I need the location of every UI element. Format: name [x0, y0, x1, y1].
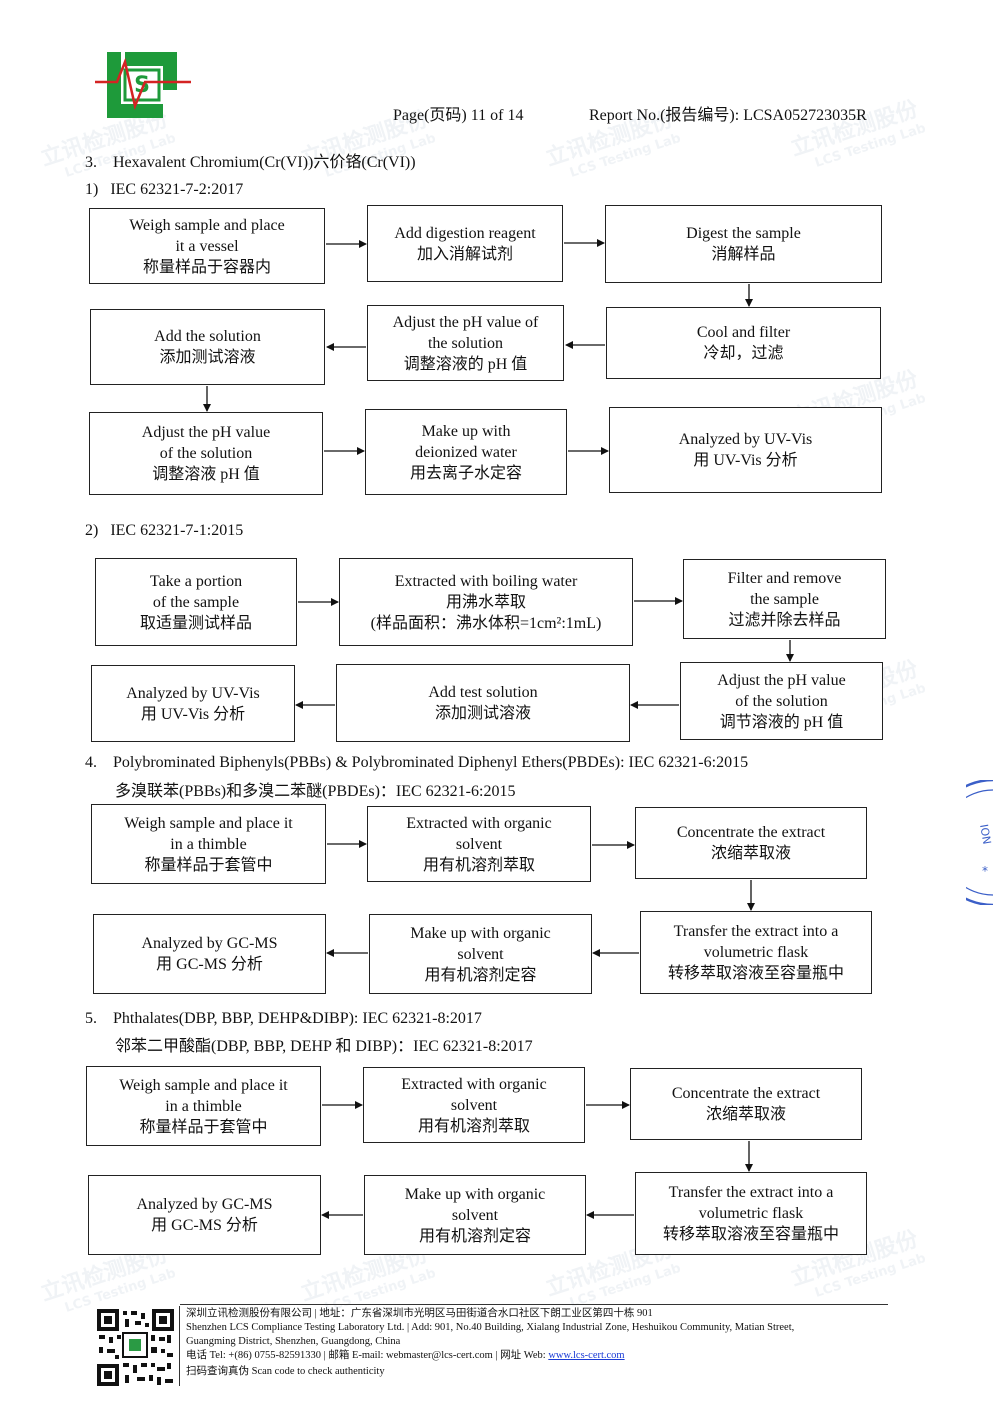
section-4-title: 4. Polybrominated Biphenyls(PBBs) & Poly… [85, 754, 749, 771]
footer-scan-note: 扫码查询真伪 Scan code to check authenticity [186, 1366, 385, 1377]
report-number: Report No.(报告编号): LCSA052723035R [589, 107, 867, 124]
svg-text:*: * [982, 864, 988, 878]
page-number: Page(页码) 11 of 14 [393, 107, 524, 124]
section-5-title-cn: 邻苯二甲酸酯(DBP, BBP, DEHP 和 DIBP)：IEC 62321-… [115, 1038, 533, 1055]
svg-text:S: S [134, 73, 150, 98]
footer-contact-text: 电话 Tel: +(86) 0755-82591330 | 邮箱 E-mail:… [186, 1350, 549, 1361]
section-5-title: 5. Phthalates(DBP, BBP, DEHP&DIBP): IEC … [85, 1010, 482, 1027]
footer-contact: 电话 Tel: +(86) 0755-82591330 | 邮箱 E-mail:… [186, 1349, 625, 1363]
footer-divider-vertical [179, 1306, 180, 1386]
seal-stamp-icon: ION * [966, 780, 993, 905]
footer-divider [180, 1304, 888, 1305]
qr-code-icon[interactable] [97, 1309, 174, 1386]
section-3-title: 3. Hexavalent Chromium(Cr(VI))六价铬(Cr(VI)… [85, 154, 416, 171]
section-4-title-cn: 多溴联苯(PBBs)和多溴二苯醚(PBDEs)：IEC 62321-6:2015 [115, 783, 516, 800]
website-link[interactable]: www.lcs-cert.com [548, 1350, 625, 1361]
footer-address-cn: 深圳立讯检测股份有限公司 | 地址：广东省深圳市光明区马田街道合水口社区下朗工业… [186, 1308, 653, 1319]
svg-text:ION: ION [977, 823, 993, 845]
method-2-title: 2) IEC 62321-7-1:2015 [85, 522, 244, 539]
footer-address-en-2: Guangming District, Shenzhen, Guangdong,… [186, 1336, 401, 1347]
method-1-title: 1) IEC 62321-7-2:2017 [85, 181, 244, 198]
footer-address-en: Shenzhen LCS Compliance Testing Laborato… [186, 1322, 795, 1333]
lcs-logo: S [95, 52, 191, 118]
